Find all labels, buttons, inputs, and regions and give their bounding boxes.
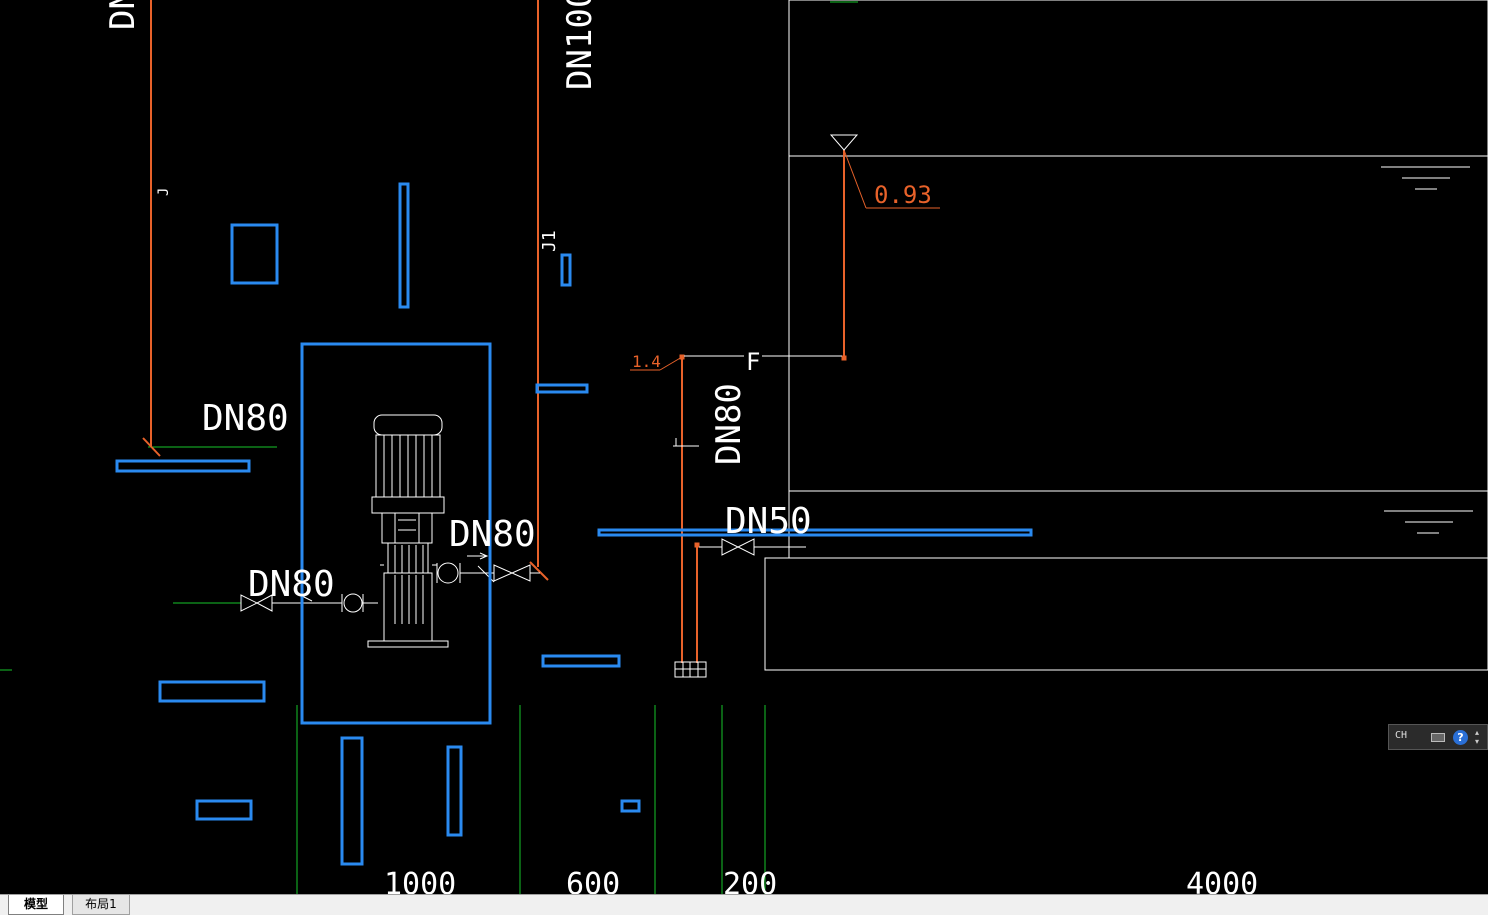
water-level-symbol-upper: [1381, 166, 1470, 190]
label-dn50: DN50: [725, 501, 812, 542]
check-valve-outlet: [436, 562, 531, 584]
label-dn80-pump-side: DN80: [248, 564, 335, 605]
label-level-093: 0.93: [874, 181, 932, 209]
blue-bar-6: [195, 799, 253, 821]
label-dn80-left: DN80: [202, 398, 289, 439]
blue-column-4: [446, 745, 463, 837]
tank-structure: [764, 0, 1488, 671]
blue-column-1: [398, 182, 410, 309]
label-dim-1000: 1000: [384, 867, 456, 894]
ime-toolbar[interactable]: CH ? ▴▾: [1388, 724, 1488, 750]
cad-drawing-canvas[interactable]: DN DN100 DN80 DN80 DN80 DN80 DN50 J J1 F…: [0, 0, 1488, 894]
pump-icon: [367, 414, 449, 648]
blue-bar-3: [597, 528, 1033, 537]
ime-language[interactable]: CH: [1395, 730, 1408, 741]
label-level-14: 1.4: [632, 352, 661, 371]
blue-bar-4: [541, 654, 621, 668]
label-dim-4000: 4000: [1186, 867, 1258, 894]
gate-valve-dn50: [721, 538, 755, 556]
label-dn-top-left: DN: [103, 0, 143, 30]
pipe-annotations-orange: [630, 149, 940, 548]
tab-model[interactable]: 模型: [8, 895, 64, 915]
blue-bar-2: [115, 459, 251, 473]
keyboard-icon[interactable]: [1431, 733, 1445, 742]
pump-room-outline: [300, 342, 492, 725]
blue-bar-1: [535, 383, 589, 394]
label-j: J: [156, 188, 172, 196]
label-f: F: [746, 348, 760, 376]
pipe-lines-white: [272, 355, 842, 604]
blue-bar-7: [620, 799, 641, 813]
dimension-lines: [0, 1, 858, 894]
pipes-orange: [142, 0, 845, 663]
blue-column-3: [340, 736, 364, 866]
blue-column-2: [560, 253, 572, 287]
blue-bar-5: [158, 680, 266, 703]
gate-valve-left: [240, 594, 273, 612]
label-dn80-pump-out: DN80: [449, 514, 536, 555]
label-dn80-vertical: DN80: [709, 383, 749, 465]
equipment-blue: [115, 182, 1033, 866]
water-level-symbol-lower: [1384, 510, 1473, 534]
check-valve-left: [341, 593, 364, 613]
chevron-icon[interactable]: ▴▾: [1475, 728, 1480, 746]
foot-valve: [674, 661, 707, 678]
help-icon[interactable]: ?: [1453, 730, 1468, 745]
label-dim-200: 200: [723, 867, 777, 894]
label-dim-600: 600: [566, 867, 620, 894]
layout-tab-bar: 模型 布局1: [0, 894, 1488, 915]
blue-box-1: [230, 223, 279, 285]
label-j1: J1: [539, 230, 560, 252]
label-dn100: DN100: [560, 0, 600, 90]
tab-layout1[interactable]: 布局1: [72, 895, 130, 915]
level-marker: [829, 134, 859, 151]
